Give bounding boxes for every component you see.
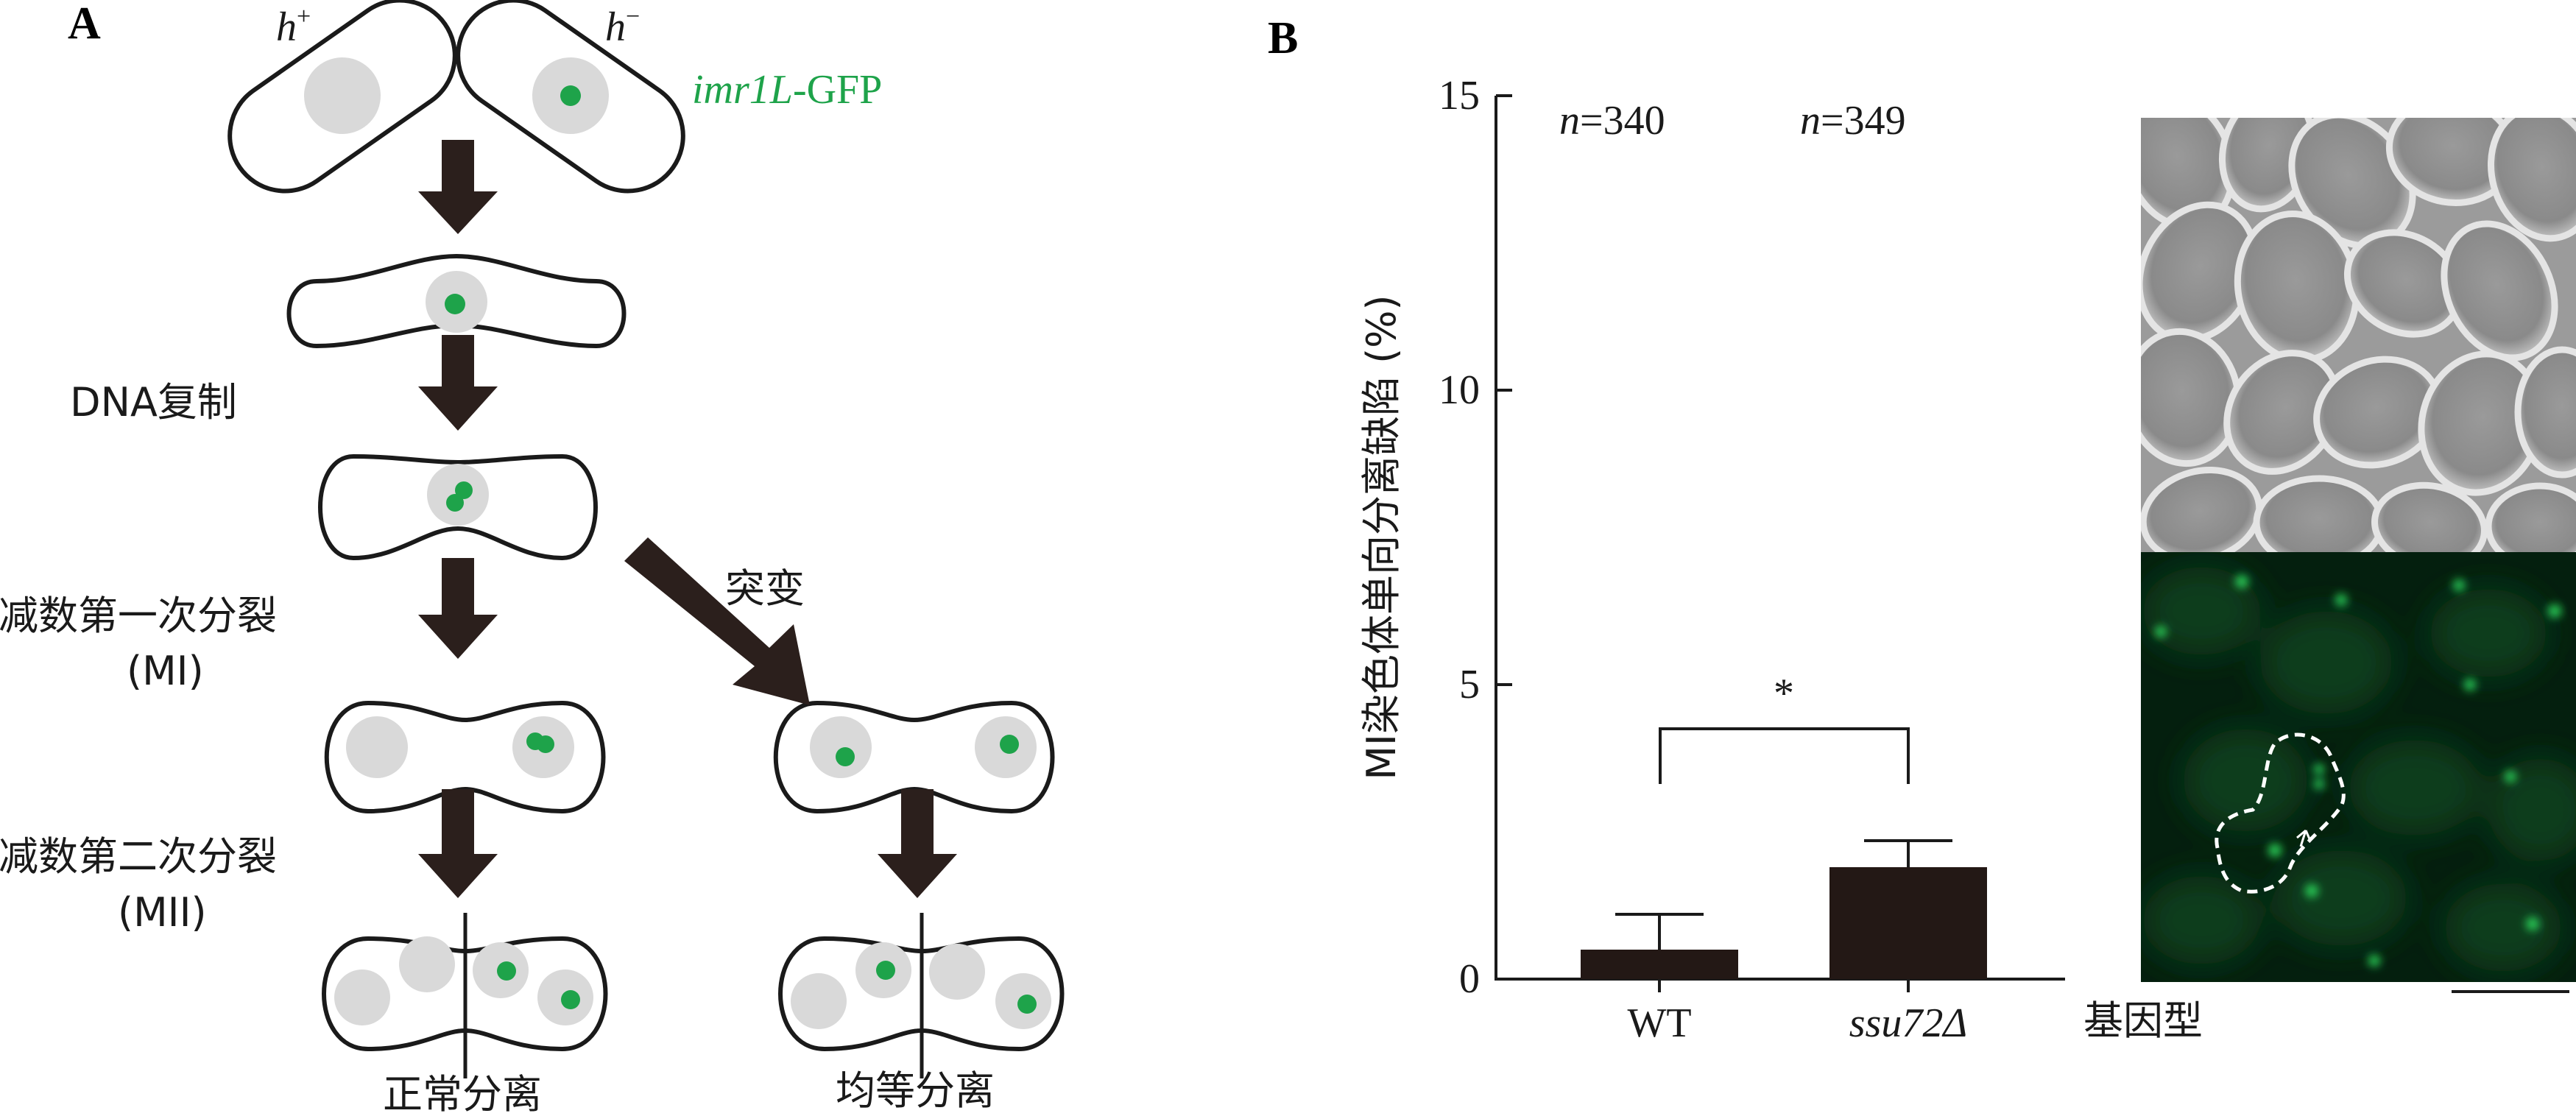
label-mi: 减数第一次分裂 <box>0 593 277 639</box>
zygote <box>286 253 627 349</box>
label-normal-segregation: 正常分离 <box>383 1071 542 1116</box>
panel-b-letter: B <box>1268 13 1298 63</box>
significance-bracket <box>1659 727 1910 784</box>
label-dna-replication: DNA复制 <box>70 379 237 425</box>
fluorescence-micrograph <box>2141 552 2576 982</box>
cell-mi-mutant <box>773 700 1055 814</box>
cell-replicated <box>318 453 598 561</box>
mutation-arrow-icon <box>624 537 810 705</box>
h-plus-label: h+ <box>276 3 311 50</box>
cell-mii-mutant <box>778 913 1065 1078</box>
error-bars <box>1615 839 1952 950</box>
x-ticks: WT ssu72Δ <box>1627 979 1967 1046</box>
brightfield-micrograph <box>2141 118 2576 552</box>
x-tick-label: WT <box>1627 1000 1691 1046</box>
y-tick-label: 0 <box>1459 956 1480 1002</box>
bar-chart: 0 5 10 15 WT ssu72Δ <box>1439 73 2065 1046</box>
panel-a: A h+ h− imr1L-GFP <box>0 0 1065 1116</box>
bars <box>1581 867 1987 979</box>
n-mutant-label: n=349 <box>1800 98 1906 144</box>
x-axis-label: 基因型 <box>2083 997 2203 1044</box>
cell-h-minus <box>456 0 685 194</box>
label-mutation: 突变 <box>725 565 805 612</box>
bar-wt <box>1581 950 1738 979</box>
panel-a-letter: A <box>68 0 101 49</box>
cell-h-plus <box>227 0 457 194</box>
label-equal-segregation: 均等分离 <box>836 1067 995 1114</box>
arrow-icon <box>878 789 957 898</box>
y-ticks: 0 5 10 15 <box>1439 73 1512 1002</box>
significance-star: * <box>1774 671 1794 716</box>
y-tick-label: 10 <box>1439 367 1480 413</box>
cell-mii-normal <box>322 913 608 1078</box>
label-mi-abbr: (MI) <box>127 648 204 694</box>
arrow-icon <box>418 558 498 659</box>
pointer-arrow-icon <box>2296 829 2312 847</box>
label-mii: 减数第二次分裂 <box>0 833 277 880</box>
cell-outline <box>2215 732 2346 894</box>
n-wt-label: n=340 <box>1559 98 1665 144</box>
cell-mi-normal <box>324 700 606 814</box>
label-mii-abbr: (MII) <box>118 889 207 936</box>
y-tick-label: 5 <box>1459 662 1480 707</box>
y-axis-label: MI染色体单向分离缺陷 (%) <box>1358 294 1405 780</box>
arrow-icon <box>418 140 498 234</box>
bar-ssu72 <box>1829 867 1987 979</box>
y-tick-label: 15 <box>1439 73 1480 119</box>
h-minus-label: h− <box>605 3 640 50</box>
arrow-icon <box>418 335 498 431</box>
x-tick-label: ssu72Δ <box>1849 1000 1967 1046</box>
arrow-icon <box>418 789 498 898</box>
marker-label: imr1L-GFP <box>692 67 882 113</box>
